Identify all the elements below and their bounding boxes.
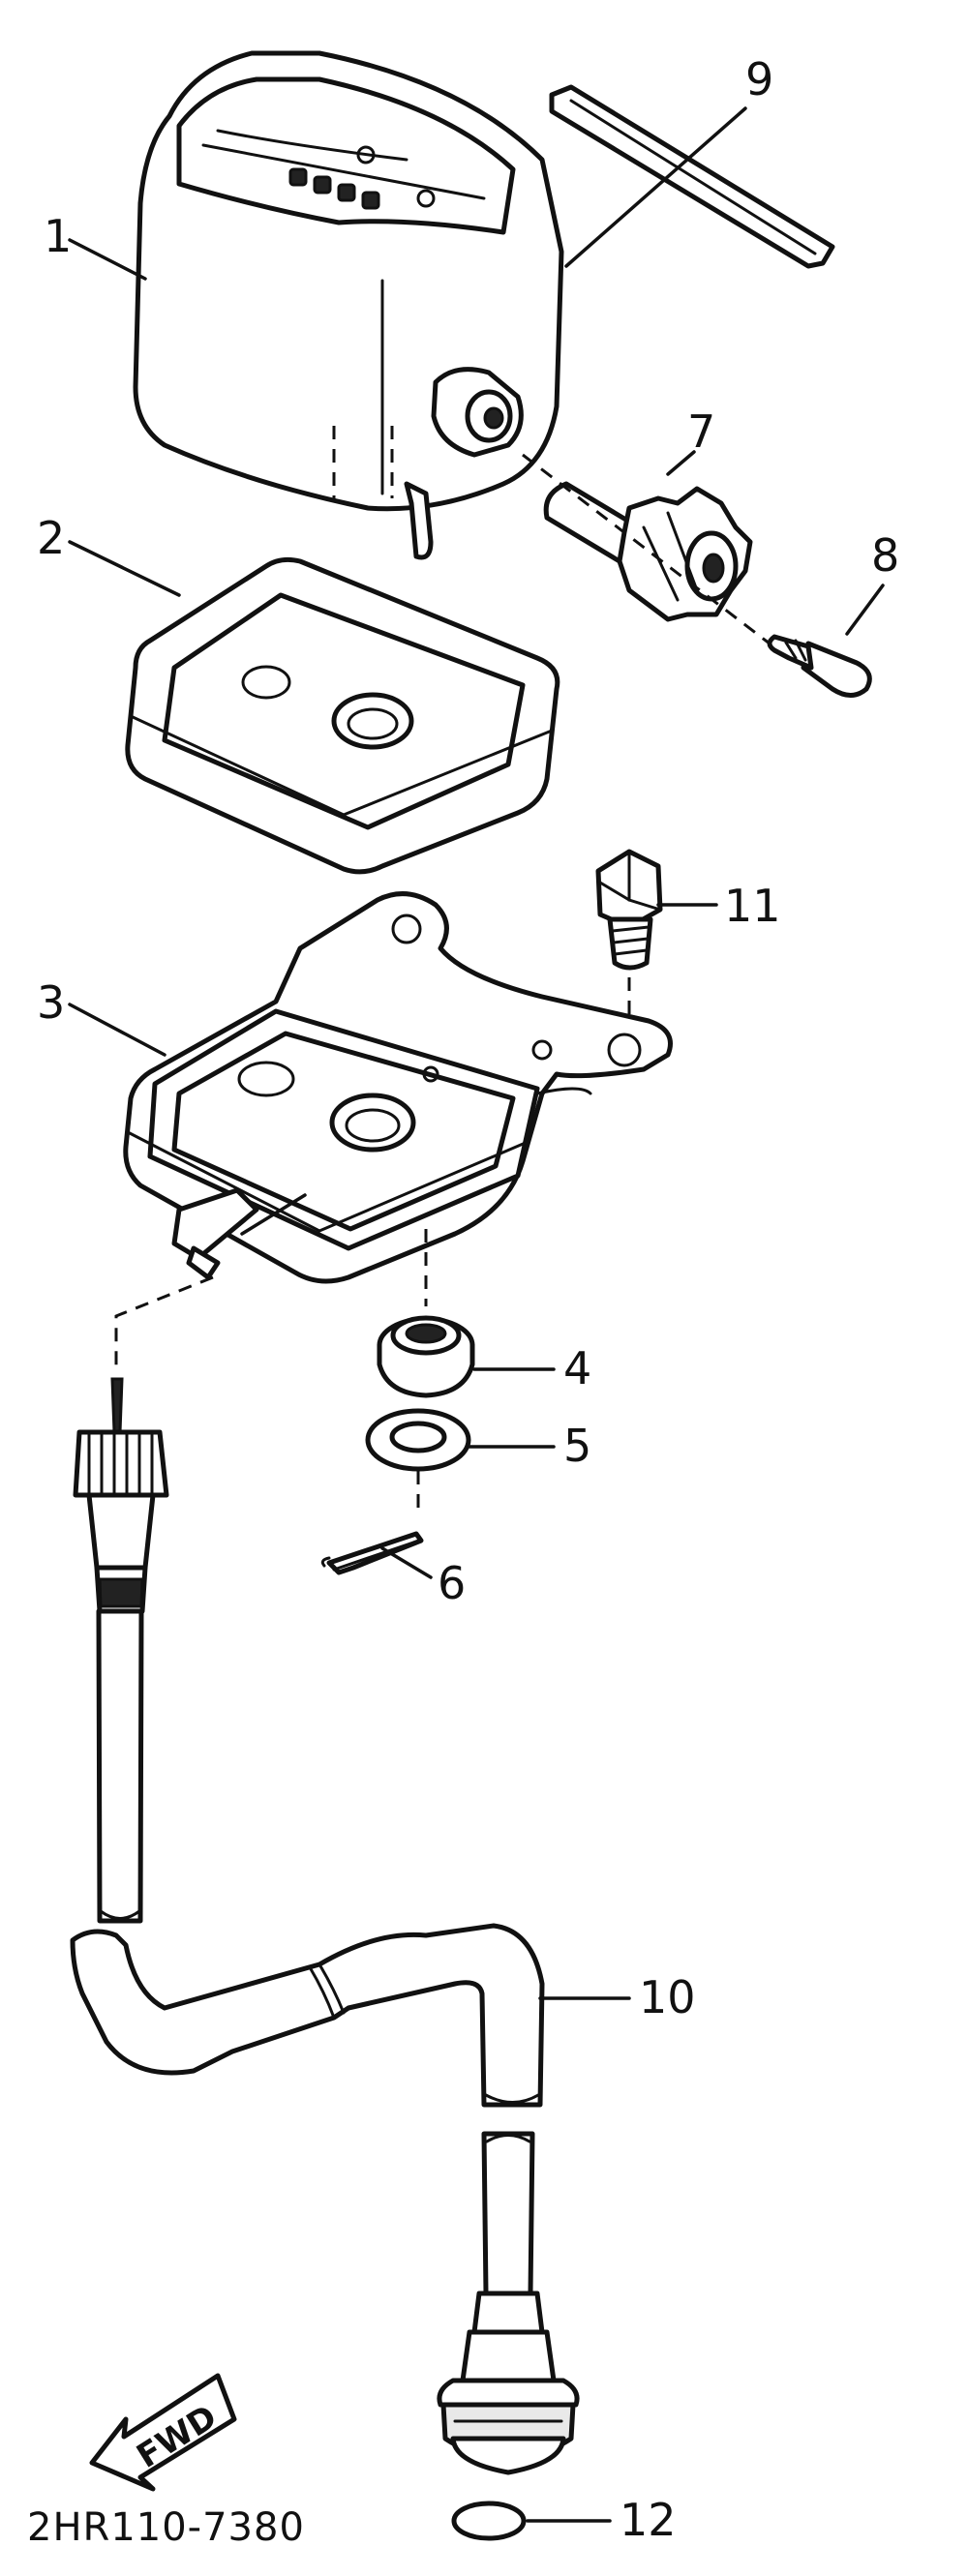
part-7-drive-gear xyxy=(543,481,753,622)
leader-1 xyxy=(68,238,147,281)
part-5-washer xyxy=(365,1408,471,1510)
part-8-screw xyxy=(767,634,872,698)
callout-6: 6 xyxy=(438,1557,466,1609)
callout-5: 5 xyxy=(563,1420,591,1472)
part-9-strip xyxy=(549,84,835,269)
part-2-cushion xyxy=(125,556,560,875)
callout-8: 8 xyxy=(871,529,899,582)
callout-2: 2 xyxy=(37,512,65,564)
part-1-meter-housing xyxy=(133,50,564,560)
part-3-bracket xyxy=(123,891,673,1284)
part-11-bolt xyxy=(595,849,663,1026)
leader-7 xyxy=(666,450,696,476)
callout-3: 3 xyxy=(37,976,65,1029)
forward-direction-arrow-icon: FWD xyxy=(89,2373,237,2492)
leader-8 xyxy=(845,584,885,636)
callout-11: 11 xyxy=(724,880,781,932)
callout-10: 10 xyxy=(639,1971,696,2023)
leader-6 xyxy=(380,1546,433,1579)
part-10-meter-cable xyxy=(70,1275,580,2475)
callout-1: 1 xyxy=(44,210,72,262)
callout-9: 9 xyxy=(745,53,773,105)
callout-4: 4 xyxy=(563,1342,591,1394)
part-4-grommet xyxy=(377,1229,475,1398)
screw-axis xyxy=(522,453,771,645)
callout-12: 12 xyxy=(620,2494,677,2546)
part-12-o-ring xyxy=(451,2501,527,2541)
leader-9 xyxy=(564,106,747,268)
callout-7: 7 xyxy=(687,405,715,458)
leader-2 xyxy=(68,540,181,597)
part-6-pin xyxy=(320,1531,424,1575)
leader-3 xyxy=(68,1003,166,1057)
drawing-code: 2HR110-7380 xyxy=(27,2505,305,2550)
